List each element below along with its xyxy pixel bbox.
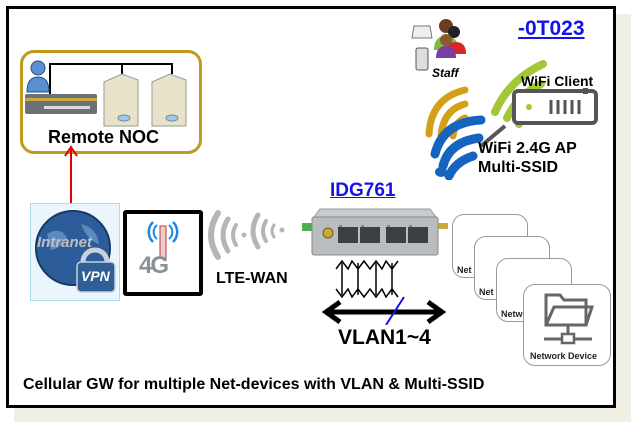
network-folder-icon [544,293,594,345]
wifi-ap-line1: WiFi 2.4G AP [478,140,577,157]
staff-label: Staff [432,66,459,80]
diagram-caption: Cellular GW for multiple Net-devices wit… [23,376,485,393]
model-code-link[interactable]: -0T023 [518,17,585,40]
wifi-signal-icons [425,60,598,180]
gateway-router-icon [302,208,448,256]
cellular-4g-tile: 4G [123,210,203,296]
cell-tower-icon [147,221,179,259]
network-switch-icon [25,94,97,114]
network-device-card: Network Device [523,284,611,366]
server-icon [103,73,139,127]
lte-wan-label: LTE-WAN [216,270,288,287]
wifi-ap-label: WiFi 2.4G AP Multi-SSID [478,139,577,177]
lan-ports [338,227,428,243]
wifi-ap-waves [430,115,486,180]
remote-noc-label: Remote NOC [48,127,160,147]
vlan-connection-arrows [321,259,447,325]
server-icon [151,73,187,127]
vlan-label: VLAN1~4 [338,326,431,349]
staff-users-icon [411,19,466,71]
noc-connection-lines [49,63,173,100]
intranet-vpn-tile: Intranet VPN [30,203,120,301]
user-icon [26,60,50,93]
wifi-client-label: WiFi Client [521,73,594,89]
wifi-ap-line2: Multi-SSID [478,159,558,176]
vpn-label: VPN [81,268,110,284]
remote-noc-devices [25,60,187,127]
network-device-label: Network Device [530,351,598,361]
vpn-to-noc-arrow [64,145,78,205]
gateway-name-link[interactable]: IDG761 [330,180,396,201]
4g-label: 4G [139,252,169,279]
lte-signal-icon [208,210,285,260]
globe-lock-icon [35,210,116,293]
wifi-client-device-icon [512,88,598,125]
intranet-label: Intranet [37,234,93,251]
